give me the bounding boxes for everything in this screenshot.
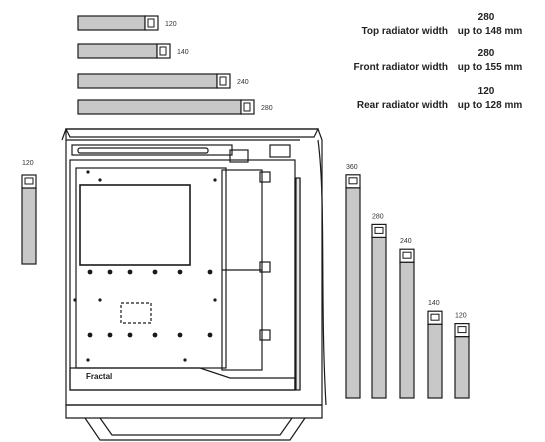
spec-max: up to 128 mm <box>457 100 523 111</box>
spec-label: Rear radiator width <box>356 100 448 111</box>
horizontal-radiator-size-label: 240 <box>237 79 249 86</box>
vertical-radiator-120: 120 <box>454 313 470 399</box>
vertical-radiator-size-label: 280 <box>372 213 384 220</box>
horizontal-radiator-240: 240 <box>77 73 249 89</box>
spec-label: Top radiator width <box>361 26 448 37</box>
vertical-radiator-360: 360 <box>345 164 361 399</box>
vertical-radiator-size-label: 240 <box>400 238 412 245</box>
vertical-radiator-280: 280 <box>371 213 387 399</box>
rear-radiator-size-label: 120 <box>22 160 34 167</box>
horizontal-radiators: 120 140 240 280 <box>77 15 273 115</box>
vertical-radiator-size-label: 360 <box>346 164 358 171</box>
spec-size: 280 <box>477 48 495 59</box>
vertical-radiator-size-label: 120 <box>455 313 467 320</box>
spec-max: up to 155 mm <box>457 62 523 73</box>
horizontal-radiator-140: 140 <box>77 43 189 59</box>
horizontal-radiator-size-label: 140 <box>177 49 189 56</box>
spec-label: Front radiator width <box>353 62 448 73</box>
vertical-radiator-140: 140 <box>427 300 443 399</box>
rear-radiator: 120 <box>21 160 37 265</box>
vertical-radiator-size-label: 140 <box>428 300 440 307</box>
horizontal-radiator-120: 120 <box>77 15 177 31</box>
vertical-radiators: 360 280 240 140 120 <box>345 164 470 399</box>
spec-size: 280 <box>477 12 495 23</box>
horizontal-radiator-size-label: 120 <box>165 21 177 28</box>
vertical-radiator-240: 240 <box>399 238 415 399</box>
spec-max: up to 148 mm <box>457 26 523 37</box>
horizontal-radiator-size-label: 280 <box>261 105 273 112</box>
case-brand-logo: Fractal <box>86 372 112 381</box>
pc-case <box>61 128 327 441</box>
horizontal-radiator-280: 280 <box>77 99 273 115</box>
spec-size: 120 <box>477 86 495 97</box>
